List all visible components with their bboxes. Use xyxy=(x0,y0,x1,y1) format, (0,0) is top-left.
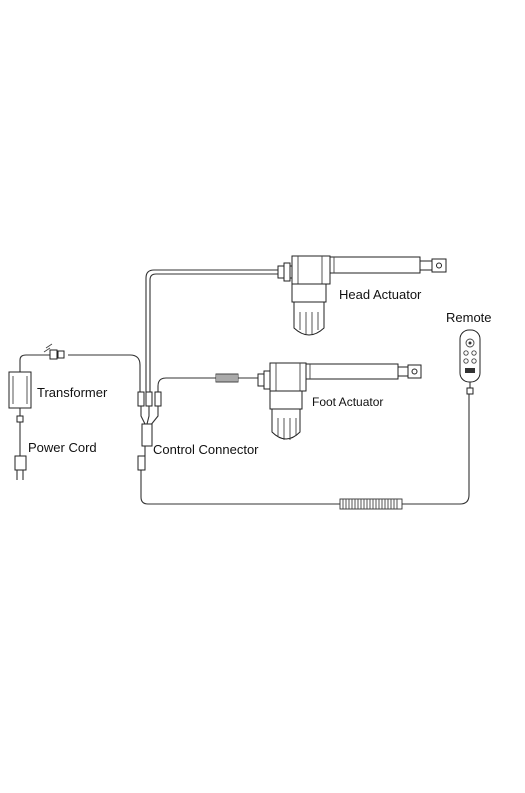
power-cord xyxy=(14,422,27,480)
transformer-box xyxy=(8,371,32,423)
remote-control xyxy=(459,329,481,395)
foot-cable-coil xyxy=(215,373,239,383)
inline-plug xyxy=(43,343,65,360)
head-actuator xyxy=(277,255,447,336)
remote-cable xyxy=(140,470,340,505)
transformer-label: Transformer xyxy=(37,385,108,400)
power-cord-label: Power Cord xyxy=(28,440,97,455)
remote-cable-coil xyxy=(339,498,403,510)
head-actuator-label: Head Actuator xyxy=(339,287,422,302)
control-connector xyxy=(137,391,162,471)
foot-actuator-cable xyxy=(157,377,216,392)
control-connector-label: Control Connector xyxy=(153,442,259,457)
foot-actuator xyxy=(257,362,422,440)
remote-label: Remote xyxy=(446,310,492,325)
transformer-cable xyxy=(19,354,52,372)
head-actuator-cable xyxy=(145,269,280,392)
foot-actuator-label: Foot Actuator xyxy=(312,395,384,409)
